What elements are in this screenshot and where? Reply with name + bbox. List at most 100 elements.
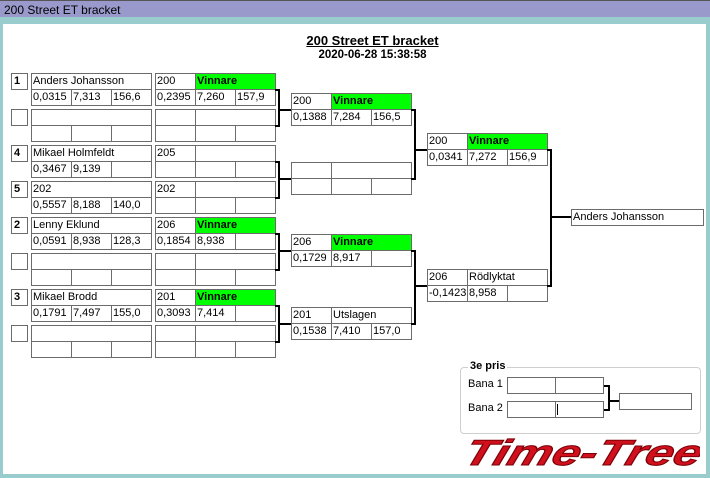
lane1-car-field[interactable]	[507, 377, 556, 394]
racer-name-cell[interactable]: 202	[31, 181, 152, 198]
racer-name-cell[interactable]: Mikael Brodd	[31, 289, 152, 306]
et-cell[interactable]: 7,260	[195, 89, 236, 106]
racer-name-cell[interactable]	[31, 253, 152, 270]
speed-cell[interactable]: 157,9	[235, 89, 276, 106]
speed-cell[interactable]: 157,0	[371, 323, 412, 340]
reaction-time-cell[interactable]: 0,1729	[291, 250, 332, 267]
speed-cell[interactable]	[507, 285, 548, 302]
speed-cell[interactable]: 156,5	[371, 109, 412, 126]
et-cell[interactable]	[71, 341, 112, 358]
status-cell[interactable]: Vinnare	[195, 217, 276, 234]
et-cell[interactable]: 7,414	[195, 305, 236, 322]
reaction-time-cell[interactable]	[155, 125, 196, 142]
et-cell[interactable]: 9,139	[71, 161, 112, 178]
racer-name-cell[interactable]	[31, 325, 152, 342]
seed-cell[interactable]: 4	[11, 145, 28, 162]
speed-cell[interactable]	[235, 269, 276, 286]
racer-name-cell[interactable]: Anders Johansson	[31, 73, 152, 90]
seed-cell[interactable]: 1	[11, 73, 28, 90]
car-number-cell[interactable]: 201	[291, 307, 332, 324]
speed-cell[interactable]	[111, 269, 152, 286]
et-cell[interactable]: 7,497	[71, 305, 112, 322]
et-cell[interactable]: 8,938	[195, 233, 236, 250]
status-cell[interactable]	[195, 253, 276, 270]
speed-cell[interactable]	[235, 233, 276, 250]
et-cell[interactable]: 8,917	[331, 250, 372, 267]
et-cell[interactable]	[195, 161, 236, 178]
reaction-time-cell[interactable]: 0,3467	[31, 161, 72, 178]
reaction-time-cell[interactable]: 0,3093	[155, 305, 196, 322]
seed-cell[interactable]	[11, 325, 28, 342]
status-cell[interactable]: Vinnare	[195, 73, 276, 90]
car-number-cell[interactable]: 200	[291, 93, 332, 110]
reaction-time-cell[interactable]	[31, 125, 72, 142]
et-cell[interactable]: 8,938	[71, 233, 112, 250]
speed-cell[interactable]	[111, 161, 152, 178]
seed-cell[interactable]	[11, 253, 28, 270]
reaction-time-cell[interactable]	[155, 161, 196, 178]
reaction-time-cell[interactable]: 0,0341	[427, 149, 468, 166]
reaction-time-cell[interactable]: 0,1854	[155, 233, 196, 250]
reaction-time-cell[interactable]	[155, 269, 196, 286]
seed-cell[interactable]: 5	[11, 181, 28, 198]
speed-cell[interactable]: 156,6	[111, 89, 152, 106]
speed-cell[interactable]	[371, 178, 412, 195]
speed-cell[interactable]	[111, 125, 152, 142]
status-cell[interactable]	[195, 325, 276, 342]
speed-cell[interactable]	[371, 250, 412, 267]
status-cell[interactable]: Vinnare	[331, 234, 412, 251]
car-number-cell[interactable]: 205	[155, 145, 196, 162]
car-number-cell[interactable]: 206	[291, 234, 332, 251]
racer-name-cell[interactable]: Mikael Holmfeldt	[31, 145, 152, 162]
seed-cell[interactable]: 3	[11, 289, 28, 306]
lane2-name-field[interactable]	[555, 401, 604, 418]
speed-cell[interactable]	[235, 125, 276, 142]
speed-cell[interactable]	[235, 305, 276, 322]
final-winner-cell[interactable]: Anders Johansson	[571, 209, 704, 226]
racer-name-cell[interactable]: Lenny Eklund	[31, 217, 152, 234]
speed-cell[interactable]: 155,0	[111, 305, 152, 322]
car-number-cell[interactable]	[155, 109, 196, 126]
reaction-time-cell[interactable]	[31, 269, 72, 286]
et-cell[interactable]: 8,188	[71, 197, 112, 214]
et-cell[interactable]: 7,272	[467, 149, 508, 166]
car-number-cell[interactable]	[291, 162, 332, 179]
status-cell[interactable]	[331, 162, 412, 179]
car-number-cell[interactable]: 206	[427, 269, 468, 286]
lane1-name-field[interactable]	[555, 377, 604, 394]
reaction-time-cell[interactable]: 0,5557	[31, 197, 72, 214]
car-number-cell[interactable]: 206	[155, 217, 196, 234]
reaction-time-cell[interactable]: 0,0315	[31, 89, 72, 106]
car-number-cell[interactable]: 202	[155, 181, 196, 198]
reaction-time-cell[interactable]	[31, 341, 72, 358]
reaction-time-cell[interactable]: 0,1791	[31, 305, 72, 322]
status-cell[interactable]	[195, 145, 276, 162]
status-cell[interactable]: Utslagen	[331, 307, 412, 324]
lane2-car-field[interactable]	[507, 401, 556, 418]
et-cell[interactable]: 7,284	[331, 109, 372, 126]
reaction-time-cell[interactable]	[291, 178, 332, 195]
reaction-time-cell[interactable]: 0,1538	[291, 323, 332, 340]
reaction-time-cell[interactable]: 0,1388	[291, 109, 332, 126]
seed-cell[interactable]	[11, 109, 28, 126]
status-cell[interactable]: Vinnare	[331, 93, 412, 110]
et-cell[interactable]	[71, 125, 112, 142]
et-cell[interactable]	[195, 269, 236, 286]
et-cell[interactable]	[195, 197, 236, 214]
reaction-time-cell[interactable]: 0,2395	[155, 89, 196, 106]
et-cell[interactable]: 7,410	[331, 323, 372, 340]
et-cell[interactable]	[195, 125, 236, 142]
seed-cell[interactable]: 2	[11, 217, 28, 234]
et-cell[interactable]: 8,958	[467, 285, 508, 302]
reaction-time-cell[interactable]	[155, 341, 196, 358]
status-cell[interactable]: Rödlyktat	[467, 269, 548, 286]
speed-cell[interactable]	[235, 161, 276, 178]
reaction-time-cell[interactable]: 0,0591	[31, 233, 72, 250]
speed-cell[interactable]	[111, 341, 152, 358]
speed-cell[interactable]	[235, 197, 276, 214]
car-number-cell[interactable]	[155, 325, 196, 342]
racer-name-cell[interactable]	[31, 109, 152, 126]
reaction-time-cell[interactable]	[155, 197, 196, 214]
third-place-result[interactable]	[619, 393, 692, 410]
speed-cell[interactable]: 140,0	[111, 197, 152, 214]
